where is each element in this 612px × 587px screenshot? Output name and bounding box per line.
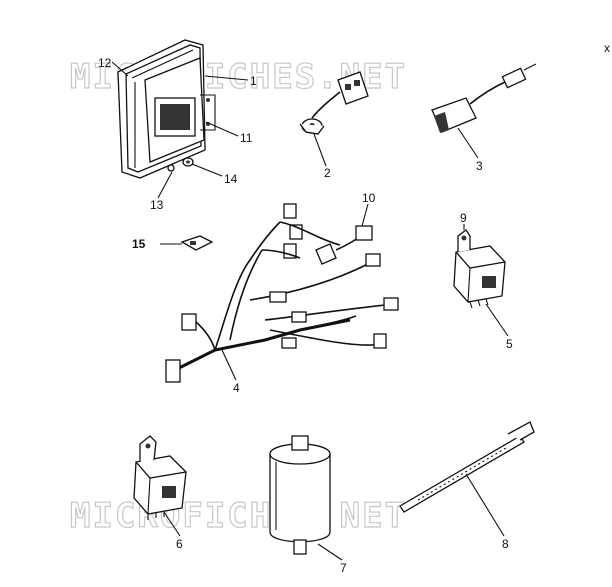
- relay-part-5[interactable]: [453, 229, 506, 309]
- callout-4: 4: [233, 381, 240, 395]
- wiring-harness-part-4[interactable]: [165, 203, 399, 383]
- fuel-filter-part-7[interactable]: [269, 435, 331, 555]
- callout-13: 13: [150, 198, 164, 212]
- callout-5: 5: [506, 337, 513, 351]
- relay-part-6[interactable]: [133, 435, 187, 520]
- callout-1: 1: [250, 74, 257, 88]
- callout-15: 15: [132, 237, 146, 251]
- callout-14: 14: [224, 172, 238, 186]
- grommet-14[interactable]: [182, 157, 194, 167]
- callout-6: 6: [176, 537, 183, 551]
- callout-12: 12: [98, 56, 112, 70]
- callout-9: 9: [460, 211, 467, 225]
- sensor-part-2[interactable]: [299, 71, 369, 135]
- callout-2: 2: [324, 166, 331, 180]
- clip-part-15[interactable]: [180, 235, 214, 251]
- switch-part-3[interactable]: [431, 63, 537, 133]
- edge-mark: x: [604, 41, 610, 55]
- screw-13[interactable]: [167, 164, 175, 172]
- ecu-module[interactable]: [117, 39, 216, 179]
- cable-tie-part-8[interactable]: [399, 421, 535, 513]
- watermark-bottom: MICROFICHES.NET: [70, 496, 407, 536]
- callout-10: 10: [362, 191, 376, 205]
- callout-3: 3: [476, 159, 483, 173]
- callout-11: 11: [240, 131, 253, 145]
- callout-7: 7: [340, 561, 347, 575]
- leader-lines: [111, 61, 509, 561]
- callout-8: 8: [502, 537, 509, 551]
